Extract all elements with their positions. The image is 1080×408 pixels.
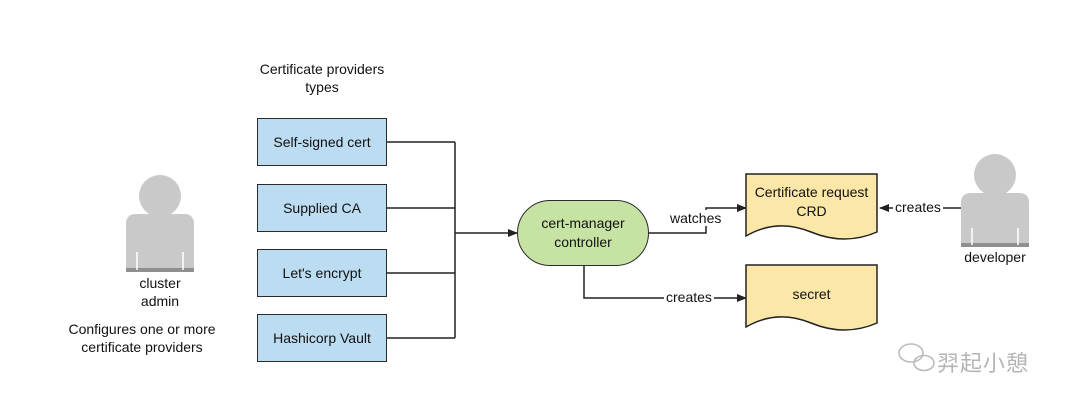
secret-document (745, 264, 878, 331)
certificate-request-document (745, 173, 878, 240)
cluster-admin-description: Configures one or more certificate provi… (52, 320, 232, 356)
provider-connectors (387, 141, 518, 339)
providers-title-line1: Certificate providers (259, 61, 385, 77)
developer-label: developer (964, 249, 1026, 265)
controller-label-line2: controller (554, 234, 612, 250)
cluster-admin-person-icon (126, 175, 194, 272)
provider-hashicorp-vault: Hashicorp Vault (257, 314, 387, 362)
controller-creates-label: creates (664, 289, 714, 305)
cluster-admin-label: cluster admin (110, 274, 210, 310)
watches-label: watches (668, 210, 724, 226)
cert-manager-controller: cert-manager controller (517, 200, 649, 266)
certificate-request-label-line2: CRD (796, 203, 827, 219)
provider-lets-encrypt: Let's encrypt (257, 249, 387, 297)
developer-person-icon (961, 154, 1029, 247)
secret-label: secret (792, 286, 831, 302)
wechat-icon (898, 343, 935, 372)
cluster-admin-description-line1: Configures one or more (68, 321, 216, 337)
certificate-request-label-line1: Certificate request (754, 184, 869, 200)
providers-title: Certificate providers types (236, 60, 408, 96)
provider-label: Hashicorp Vault (273, 330, 371, 346)
provider-label: Self-signed cert (273, 134, 371, 150)
cluster-admin-description-line2: certificate providers (81, 339, 203, 355)
providers-title-line2: types (305, 79, 339, 95)
provider-label: Supplied CA (283, 200, 361, 216)
provider-self-signed: Self-signed cert (257, 118, 387, 166)
cluster-admin-label-line2: admin (140, 293, 180, 309)
watermark-text: 羿起小憩 (937, 352, 1030, 377)
controller-label-line1: cert-manager (541, 215, 625, 231)
certificate-request-label: Certificate request CRD (746, 183, 877, 221)
cluster-admin-label-line1: cluster (139, 275, 181, 291)
provider-label: Let's encrypt (282, 265, 362, 281)
provider-supplied-ca: Supplied CA (257, 184, 387, 232)
developer-creates-label: creates (893, 199, 943, 215)
